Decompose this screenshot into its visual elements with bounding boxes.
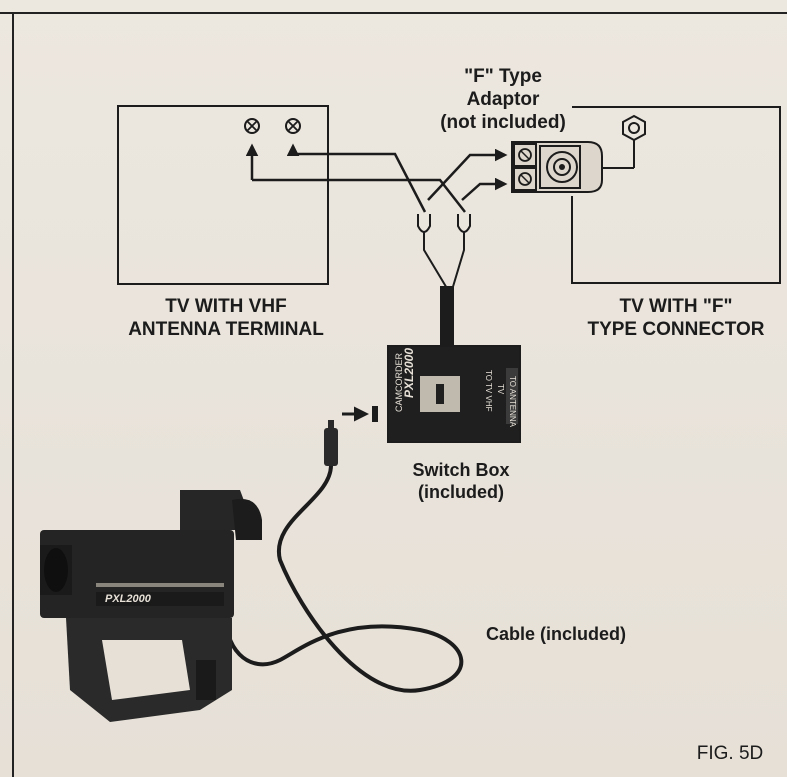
tv-f-label-line2: TYPE CONNECTOR [587, 319, 765, 340]
antenna-wires [245, 143, 508, 213]
switch-brand-label: PXL2000 [402, 348, 416, 398]
camcorder-icon [40, 490, 262, 722]
f-type-adaptor [511, 141, 634, 193]
camera-brand-label: PXL2000 [105, 593, 152, 605]
switch-box-label-line2: (included) [418, 482, 504, 502]
tv-f-box [571, 106, 781, 284]
tv-vhf-label-line1: TV WITH VHF [165, 296, 287, 317]
tv-vhf-label-line2: ANTENNA TERMINAL [128, 319, 324, 340]
page-border-left [12, 12, 14, 777]
adaptor-label-line2: Adaptor [466, 89, 540, 110]
tv-f-label-line1: TV WITH "F" [619, 296, 733, 317]
switch-to-tv-label: TO TV VHF [484, 370, 493, 412]
switch-tv-label: TV [496, 384, 505, 395]
switch-to-antenna-label: TO ANTENNA [508, 376, 517, 428]
adaptor-label-line1: "F" Type [464, 66, 542, 87]
twin-lead-cable [440, 286, 454, 346]
f-connector-hex-icon [622, 114, 646, 168]
figure-number: FIG. 5D [696, 743, 764, 764]
tv-vhf-box [117, 105, 329, 285]
vhf-terminal-screw-icon [244, 118, 260, 134]
adaptor-label-line3: (not included) [440, 112, 566, 133]
spade-lug-icon [417, 214, 471, 291]
camcorder-plug [324, 420, 338, 466]
camera-cable [223, 465, 464, 693]
switch-box [387, 345, 521, 443]
plug-arrow [342, 406, 378, 422]
page-border-top [0, 12, 787, 14]
switch-camcorder-label: CAMCORDER [394, 352, 404, 412]
vhf-terminal-screw-icon [285, 118, 301, 134]
switch-box-label-line1: Switch Box [412, 460, 510, 480]
cable-label: Cable (included) [486, 624, 627, 644]
